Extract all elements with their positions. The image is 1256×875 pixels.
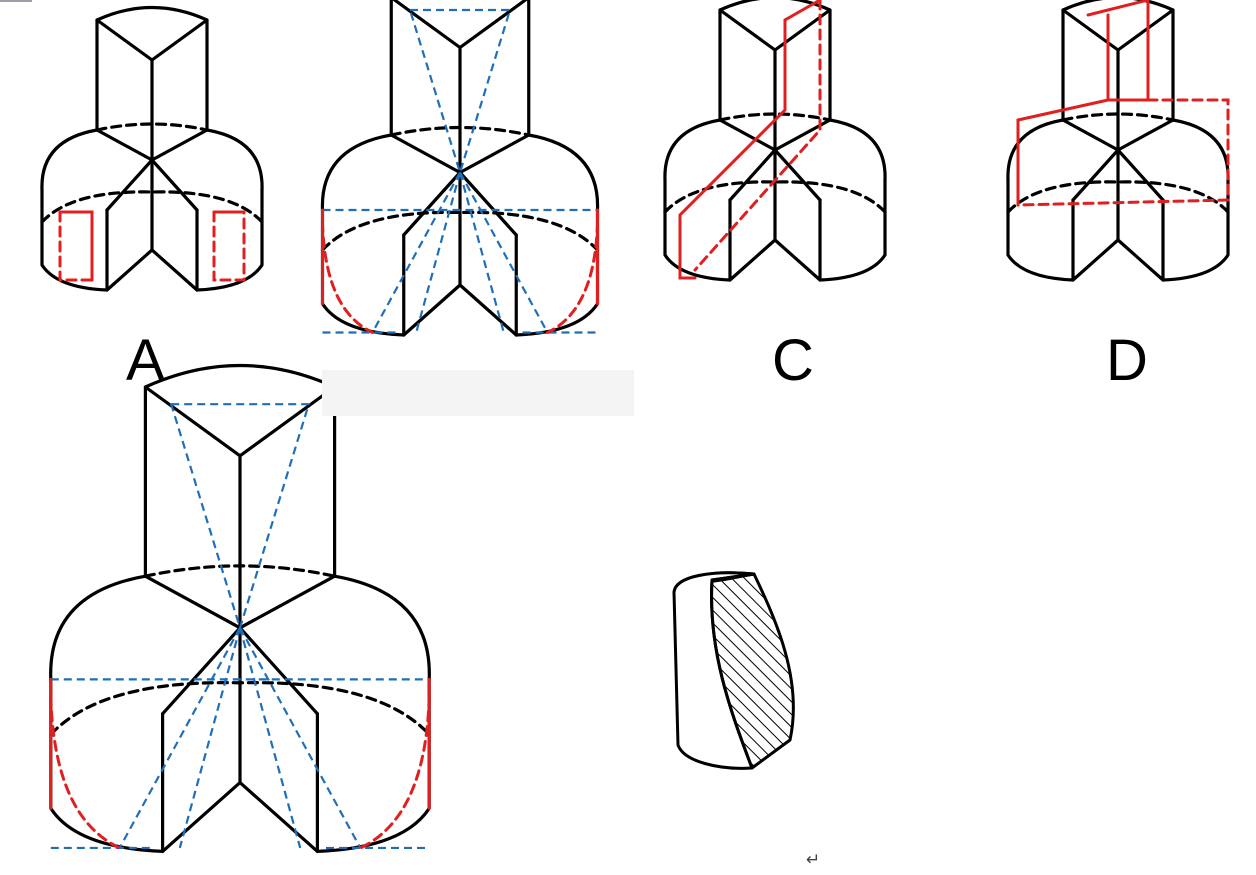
hatched-piece — [672, 571, 795, 770]
option-d-figure-section-dashed — [1016, 98, 1230, 207]
option-c-figure-front-lobes — [663, 178, 887, 282]
reference-figure-rim — [49, 574, 431, 682]
option-c-figure-rim — [663, 118, 887, 182]
option-b-label-box — [322, 370, 634, 416]
reference-figure — [49, 363, 431, 854]
reference-figure-rim-back — [143, 564, 337, 578]
option-b-figure-top-lobe — [389, 0, 531, 175]
corner-mark — [0, 0, 32, 2]
option-d-figure-front-lobes — [1006, 178, 1230, 282]
reference-figure-radials — [143, 574, 337, 785]
piece-section-outline — [710, 572, 795, 770]
reference-figure-guides — [50, 403, 430, 850]
reference-figure-top-lobe — [143, 363, 337, 630]
option-c-figure — [663, 0, 887, 282]
reference-figure-front-lobes — [49, 677, 431, 854]
option-a-label: A — [126, 328, 165, 393]
option-c-figure-rim-back — [718, 112, 832, 122]
option-b-figure-section-dashed — [321, 221, 599, 334]
option-a-figure-section-dashed — [58, 210, 246, 282]
option-b-figure-base-rim — [320, 210, 600, 252]
option-b-figure-rim — [320, 133, 600, 212]
option-c-figure-top-lobe — [718, 0, 832, 152]
option-b-figure-guides — [322, 8, 598, 334]
option-d-figure-section-solid — [1016, 0, 1150, 207]
option-c-figure-radials — [718, 118, 832, 242]
option-d-figure — [1006, 0, 1230, 282]
option-d-label: D — [1106, 328, 1148, 393]
option-a-figure-rim-back — [95, 122, 209, 132]
option-a-figure-rim — [40, 128, 264, 192]
option-b-figure-rim-back — [389, 125, 531, 137]
option-a-figure-top-lobe — [95, 6, 209, 162]
option-c-figure-section-dashed — [693, 0, 822, 272]
option-b-figure-radials — [389, 133, 531, 287]
option-c-figure-section-solid — [678, 0, 822, 280]
option-d-figure-top-lobe — [1061, 0, 1175, 152]
option-c-label: C — [772, 328, 814, 393]
reference-figure-base-rim — [49, 681, 431, 737]
reference-figure-section-dashed — [49, 695, 431, 850]
option-a-figure-radials — [95, 128, 209, 252]
option-a-figure — [40, 6, 264, 292]
option-d-figure-radials — [1061, 118, 1175, 242]
option-d-figure-rim-back — [1061, 112, 1175, 122]
option-b-figure — [320, 0, 600, 337]
return-arrow-icon: ↵ — [806, 850, 821, 870]
option-a-figure-section-solid — [58, 210, 246, 282]
